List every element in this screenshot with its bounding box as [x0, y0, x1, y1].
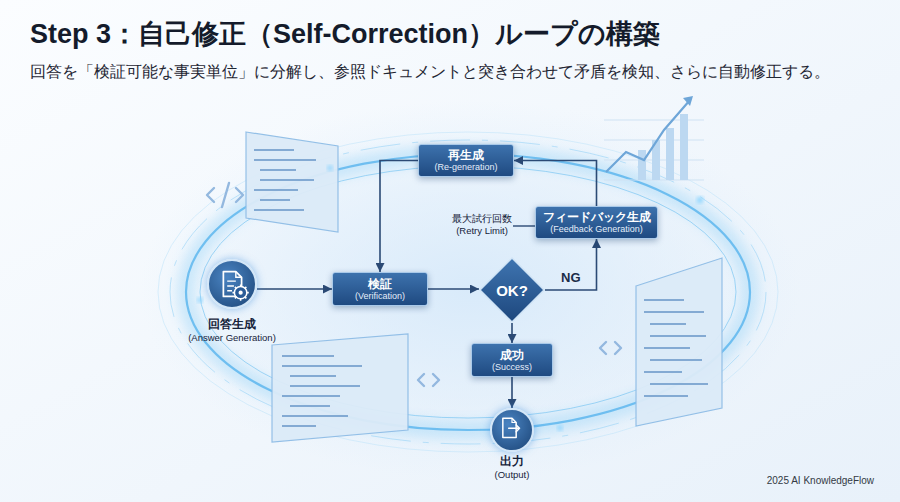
- flow-arrow: [545, 239, 597, 290]
- flow-arrow: [428, 288, 479, 290]
- diamond-label: OK?: [479, 257, 545, 323]
- ring-sparkle: [697, 197, 703, 203]
- node-icon: [209, 261, 255, 307]
- flow-arrow: [511, 323, 513, 343]
- growth-chart: [604, 120, 704, 180]
- output-icon: 出力(Output): [490, 408, 534, 452]
- node-subtitle: (Answer Generation): [188, 332, 276, 344]
- node-title: 検証: [368, 277, 392, 291]
- flow-arrow: [514, 161, 597, 207]
- node-title: 成功: [500, 348, 524, 362]
- growth-chart: [604, 96, 704, 180]
- icon-stroke: [509, 425, 520, 432]
- background-haze: [140, 100, 800, 480]
- node-caption: 回答生成(Answer Generation): [188, 317, 276, 344]
- code-symbol: [600, 342, 621, 354]
- code-panel: [644, 300, 708, 396]
- ring-sparkle: [558, 426, 563, 431]
- icon-stroke: [232, 284, 248, 300]
- growth-chart: [606, 100, 690, 172]
- flow-arrow: [511, 377, 513, 408]
- icon-stroke: [239, 291, 243, 295]
- node-caption: 出力(Output): [495, 454, 530, 481]
- ring-sparkle: [198, 298, 203, 303]
- code-panel: [246, 132, 338, 232]
- node-icon: [492, 410, 532, 450]
- code-panel: [246, 132, 338, 232]
- ring-sparkle: [328, 166, 333, 171]
- code-panel: [254, 150, 316, 210]
- code-panel: [282, 356, 362, 426]
- node-title: 回答生成: [188, 317, 276, 332]
- decision-diamond: OK?: [479, 257, 545, 323]
- process-box: 検証(Verification): [332, 272, 428, 306]
- edge-label: NG: [551, 270, 591, 285]
- flow-arrow: [257, 288, 332, 290]
- node-title: フィードバック生成: [543, 210, 651, 224]
- icon-stroke: [512, 418, 516, 422]
- node-title: 出力: [495, 454, 530, 469]
- code-panel: [636, 258, 722, 426]
- code-panel: [272, 334, 408, 442]
- node-subtitle: (Output): [495, 469, 530, 481]
- node-subtitle: (Success): [492, 362, 532, 373]
- flow-arrow: [380, 161, 418, 273]
- diamond-shape: [480, 258, 544, 322]
- node-title: OK?: [496, 282, 528, 299]
- node-subtitle: (Feedback Generation): [550, 224, 643, 235]
- watermark: 2025 AI KnowledgeFlow: [744, 475, 874, 486]
- node-subtitle: (Re-generation): [434, 162, 497, 173]
- process-box: 再生成(Re-generation): [418, 144, 514, 177]
- limit-note: 最大試行回数 (Retry Limit): [444, 213, 520, 237]
- icon-stroke: [236, 272, 242, 278]
- code-symbol: [207, 183, 243, 207]
- node-subtitle: (Verification): [355, 291, 405, 302]
- growth-chart: [683, 96, 693, 106]
- leader-line: [513, 225, 535, 226]
- growth-chart: [680, 114, 688, 180]
- code-symbol: [418, 374, 439, 386]
- growth-chart: [638, 150, 646, 180]
- process-box: フィードバック生成(Feedback Generation): [535, 206, 658, 239]
- node-title: 再生成: [448, 148, 484, 162]
- growth-chart: [666, 128, 674, 180]
- code-panel: [272, 334, 408, 442]
- code-panel: [636, 258, 722, 426]
- title-text: Step 3：自己修正（Self-Correction）ループの構築: [30, 16, 660, 52]
- process-box: 成功(Success): [471, 343, 553, 377]
- ring-sparkle: [198, 166, 704, 431]
- subtitle-text: 回答を「検証可能な事実単位」に分解し、参照ドキュメントと突き合わせて矛盾を検知、…: [30, 62, 890, 83]
- start-icon: 回答生成(Answer Generation): [207, 259, 257, 309]
